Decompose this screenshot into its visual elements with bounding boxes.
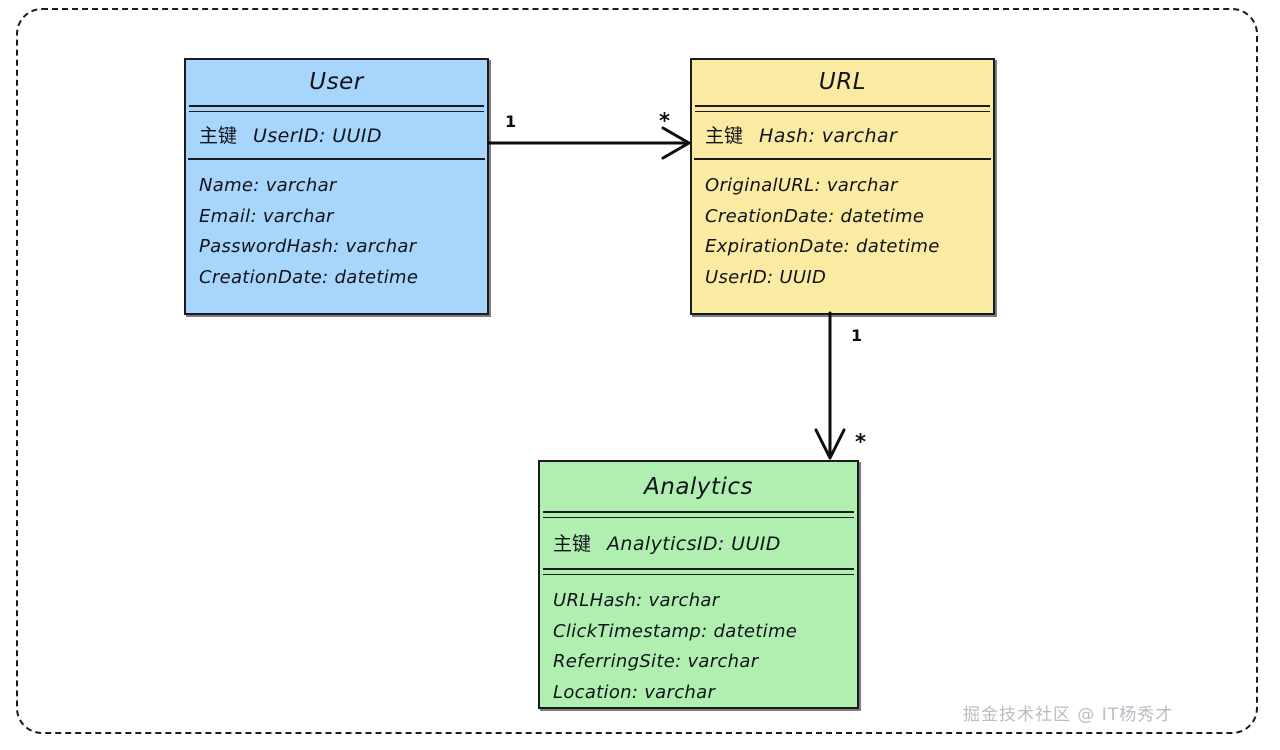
entity-url-pk-label: 主键 — [705, 125, 744, 147]
entity-user-attribute: PasswordHash: varchar — [199, 236, 417, 257]
entity-analytics-primary-key-row: 主键 AnalyticsID: UUID — [540, 518, 857, 568]
entity-url-attribute: ExpirationDate: datetime — [705, 236, 940, 257]
watermark-text: 掘金技术社区 @ IT杨秀才 — [963, 705, 1174, 725]
entity-user-pk-label: 主键 — [199, 125, 238, 147]
cardinality-url-side: * — [659, 109, 670, 133]
entity-url-primary-key-row: 主键 Hash: varchar — [692, 112, 993, 158]
entity-url-pk-separator — [694, 158, 991, 160]
entity-user-attribute: CreationDate: datetime — [199, 266, 419, 288]
entity-analytics-title-separator — [543, 511, 854, 518]
entity-analytics[interactable]: Analytics 主键 AnalyticsID: UUID URLHash: … — [538, 460, 859, 709]
entity-url-attribute: CreationDate: datetime — [705, 205, 925, 227]
entity-url-attribute: UserID: UUID — [705, 266, 827, 288]
entity-analytics-attribute: ReferringSite: varchar — [553, 651, 759, 672]
entity-analytics-pk-label: 主键 — [553, 533, 592, 555]
entity-url[interactable]: URL 主键 Hash: varchar OriginalURL: varcha… — [690, 58, 995, 315]
entity-analytics-attribute: Location: varchar — [553, 681, 716, 703]
entity-user-attribute: Email: varchar — [199, 205, 334, 227]
entity-url-title-separator — [695, 105, 990, 112]
entity-analytics-pk-field: AnalyticsID: UUID — [607, 533, 781, 555]
entity-user-attributes: Name: varchar Email: varchar PasswordHas… — [186, 160, 487, 306]
cardinality-user-side: 1 — [505, 112, 517, 131]
entity-url-title: URL — [818, 69, 867, 95]
entity-analytics-attribute: URLHash: varchar — [553, 590, 720, 611]
entity-analytics-attribute: ClickTimestamp: datetime — [553, 620, 798, 642]
cardinality-analytics-side: * — [855, 430, 866, 454]
entity-user-primary-key-row: 主键 UserID: UUID — [186, 112, 487, 158]
cardinality-url-parent-side: 1 — [851, 326, 863, 345]
entity-url-attributes: OriginalURL: varchar CreationDate: datet… — [692, 160, 993, 306]
entity-user-pk-separator — [188, 158, 485, 160]
entity-analytics-pk-separator — [543, 568, 854, 575]
entity-url-pk-field: Hash: varchar — [759, 125, 898, 147]
entity-user-title: User — [309, 69, 364, 95]
entity-user-attribute: Name: varchar — [199, 175, 337, 196]
entity-user-pk-field: UserID: UUID — [253, 125, 382, 147]
entity-user-title-separator — [189, 105, 484, 112]
entity-analytics-title: Analytics — [644, 474, 753, 500]
entity-user[interactable]: User 主键 UserID: UUID Name: varchar Email… — [184, 58, 489, 315]
entity-analytics-attributes: URLHash: varchar ClickTimestamp: datetim… — [540, 575, 857, 721]
entity-url-attribute: OriginalURL: varchar — [705, 175, 898, 196]
